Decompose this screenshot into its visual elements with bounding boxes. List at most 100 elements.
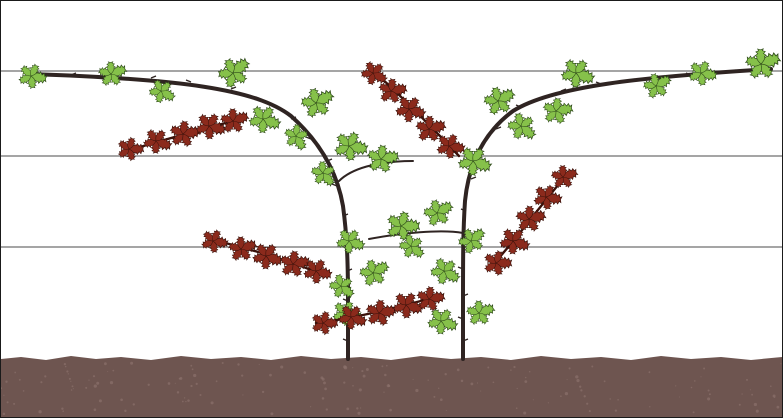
soil-speckle bbox=[524, 380, 527, 383]
floricane-leaf-cluster bbox=[741, 42, 782, 84]
soil-speckle bbox=[322, 378, 325, 381]
soil-speckle bbox=[190, 385, 192, 387]
soil-speckle bbox=[523, 411, 526, 414]
soil-speckle bbox=[346, 408, 349, 411]
soil-speckle bbox=[700, 376, 701, 377]
soil-speckle bbox=[133, 403, 135, 405]
floricane-leaf-cluster bbox=[16, 61, 48, 92]
floricane-leaf-cluster bbox=[95, 56, 130, 90]
soil-speckle bbox=[751, 394, 753, 396]
soil-speckle bbox=[580, 389, 582, 391]
soil-speckle bbox=[184, 397, 185, 398]
soil-speckle bbox=[567, 379, 568, 380]
floricane-leaf-cluster bbox=[424, 303, 462, 339]
soil-speckle bbox=[237, 363, 239, 365]
floricane-leaf-cluster bbox=[295, 80, 339, 123]
soil-speckle bbox=[182, 401, 184, 403]
soil-speckle bbox=[389, 409, 392, 412]
soil-speckle bbox=[739, 404, 741, 406]
soil-speckle bbox=[517, 388, 518, 389]
floricane-leaf-cluster bbox=[639, 67, 677, 104]
soil-speckle bbox=[604, 380, 606, 382]
soil-speckle bbox=[565, 392, 568, 395]
soil-speckle bbox=[361, 370, 363, 372]
soil-speckle bbox=[322, 397, 325, 400]
soil-speckle bbox=[222, 362, 224, 364]
soil-speckle bbox=[576, 379, 579, 382]
soil-speckle bbox=[691, 387, 693, 389]
soil-speckle bbox=[23, 390, 25, 392]
soil-speckle bbox=[609, 398, 610, 399]
soil-speckle bbox=[168, 382, 171, 385]
soil-speckle bbox=[741, 393, 742, 394]
soil-speckle bbox=[3, 413, 6, 416]
soil-ground bbox=[1, 356, 782, 417]
primocane-leaf-cluster bbox=[311, 311, 338, 336]
soil-speckle bbox=[470, 382, 473, 385]
soil-speckle bbox=[569, 367, 571, 369]
soil-speckle bbox=[270, 412, 273, 415]
primocane-leaf-cluster bbox=[483, 250, 511, 276]
soil-speckle bbox=[94, 408, 97, 411]
soil-speckle bbox=[64, 363, 66, 365]
soil-speckle bbox=[352, 385, 354, 387]
soil-speckle bbox=[199, 394, 201, 396]
primocane-leaf-cluster bbox=[167, 118, 201, 150]
soil-speckle bbox=[746, 379, 748, 381]
soil-speckle bbox=[112, 370, 114, 372]
soil-speckle bbox=[96, 382, 99, 385]
soil-speckle bbox=[708, 389, 710, 391]
soil-speckle bbox=[533, 399, 534, 400]
soil-speckle bbox=[525, 377, 526, 378]
soil-speckle bbox=[386, 365, 388, 367]
floricane-leaf-cluster bbox=[386, 211, 419, 242]
soil-speckle bbox=[38, 410, 41, 413]
soil-speckle bbox=[216, 380, 218, 382]
floricane-leaf-cluster bbox=[365, 142, 401, 176]
soil-speckle bbox=[85, 387, 87, 389]
soil-speckle bbox=[615, 409, 617, 411]
soil-speckle bbox=[366, 368, 369, 371]
soil-speckle bbox=[14, 372, 16, 374]
soil-speckle bbox=[707, 397, 710, 400]
soil-speckle bbox=[529, 371, 530, 372]
soil-speckle bbox=[575, 375, 578, 378]
soil-speckle bbox=[124, 410, 126, 412]
soil-speckle bbox=[93, 375, 95, 377]
primocane-leaf-cluster bbox=[117, 137, 144, 162]
floricane-leaf-cluster bbox=[333, 224, 368, 258]
soil-speckle bbox=[591, 366, 593, 368]
soil-speckle bbox=[179, 378, 181, 380]
soil-speckle bbox=[7, 401, 9, 403]
soil-speckle bbox=[13, 403, 15, 405]
soil-speckle bbox=[107, 371, 108, 372]
soil-speckle bbox=[192, 368, 194, 370]
soil-speckle bbox=[780, 363, 781, 364]
soil-speckle bbox=[493, 381, 495, 383]
floricane-leaf-cluster bbox=[419, 193, 459, 232]
soil-speckle bbox=[477, 382, 478, 383]
soil-speckle bbox=[360, 407, 361, 408]
soil-speckle bbox=[357, 412, 360, 415]
primocane-leaf-cluster bbox=[140, 124, 175, 158]
right-plant-inner-branch bbox=[369, 231, 463, 239]
soil-speckle bbox=[510, 369, 512, 371]
soil-speckle bbox=[241, 374, 243, 376]
floricane-leaf-cluster bbox=[453, 221, 491, 259]
soil-speckle bbox=[262, 391, 264, 393]
soil-speckle bbox=[648, 371, 650, 373]
soil-speckle bbox=[709, 393, 711, 395]
thorn bbox=[186, 80, 191, 82]
floricane-leaf-cluster bbox=[540, 95, 574, 127]
soil-speckle bbox=[756, 410, 759, 413]
soil-speckle bbox=[211, 401, 214, 404]
primocane-leaf-cluster bbox=[193, 109, 229, 143]
soil-speckle bbox=[649, 406, 650, 407]
primocane-leaf-cluster bbox=[199, 227, 229, 256]
soil-speckle bbox=[359, 388, 362, 391]
soil-speckle bbox=[363, 375, 366, 378]
soil-speckle bbox=[269, 374, 272, 377]
soil-speckle bbox=[280, 365, 283, 368]
soil-speckle bbox=[65, 366, 66, 367]
